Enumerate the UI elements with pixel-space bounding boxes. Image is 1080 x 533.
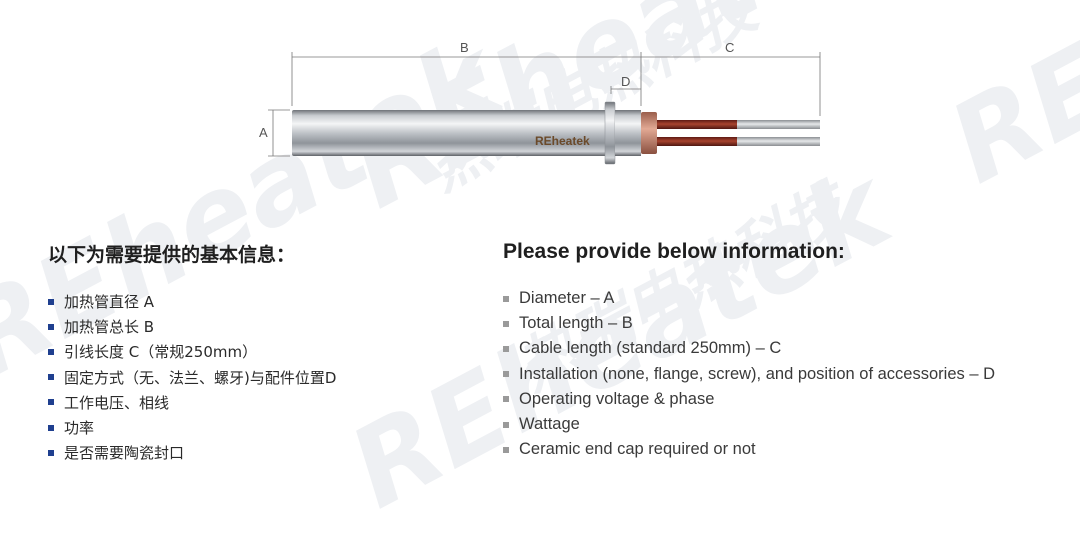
list-item: 功率 [48,415,478,440]
list-item: 加热管直径 A [48,289,478,314]
cn-info-list: 加热管直径 A 加热管总长 B 引线长度 C（常规250mm） 固定方式（无、法… [48,289,478,465]
dimension-label-d: D [621,74,630,89]
cn-info-section: 以下为需要提供的基本信息： 加热管直径 A 加热管总长 B 引线长度 C（常规2… [48,240,478,465]
list-item: Total length – B [503,311,1063,336]
bullet-icon [48,424,54,431]
dimension-label-a: A [259,125,268,140]
bullet-icon [503,320,509,327]
bullet-icon [48,348,54,355]
list-item: 工作电压、相线 [48,390,478,415]
bullet-icon [48,323,54,330]
dimension-c [641,52,821,116]
cn-section-heading: 以下为需要提供的基本信息： [48,244,296,266]
list-item: 加热管总长 B [48,314,478,339]
lead-wire-top-grey [737,120,820,129]
list-item: 固定方式（无、法兰、螺牙)与配件位置D [48,365,478,390]
dimension-b [291,52,642,106]
dimension-label-b: B [460,40,469,55]
bullet-icon [503,295,509,302]
bullet-icon [503,396,509,403]
bullet-icon [503,421,509,428]
bullet-icon [503,345,509,352]
en-info-list: Diameter – A Total length – B Cable leng… [503,286,1063,462]
dimension-d [610,86,641,94]
heater-dimension-diagram: B C D A REheatek [259,40,821,165]
ceramic-cap [641,112,657,154]
bullet-icon [48,449,54,456]
bullet-icon [48,298,54,305]
heater-tube [292,110,607,156]
list-item: Wattage [503,412,1063,437]
list-item: Cable length (standard 250mm) – C [503,336,1063,361]
lead-wire-bottom-grey [737,137,820,146]
product-logo-label: REheatek [535,134,590,148]
dimension-label-c: C [725,40,734,55]
list-item: Ceramic end cap required or not [503,437,1063,462]
dimension-a [268,109,290,157]
bullet-icon [503,371,509,378]
lead-wire-bottom-red [657,137,737,146]
bullet-icon [48,399,54,406]
en-info-section: Please provide below information: Diamet… [503,240,1063,462]
tube-end [615,110,641,156]
lead-wire-top-red [657,120,737,129]
list-item: 引线长度 C（常规250mm） [48,339,478,364]
list-item: Operating voltage & phase [503,387,1063,412]
flange [604,101,616,165]
en-section-heading: Please provide below information: [503,240,845,263]
list-item: 是否需要陶瓷封口 [48,440,478,465]
list-item: Diameter – A [503,286,1063,311]
bullet-icon [503,446,509,453]
bullet-icon [48,374,54,381]
list-item: Installation (none, flange, screw), and … [503,362,1063,387]
